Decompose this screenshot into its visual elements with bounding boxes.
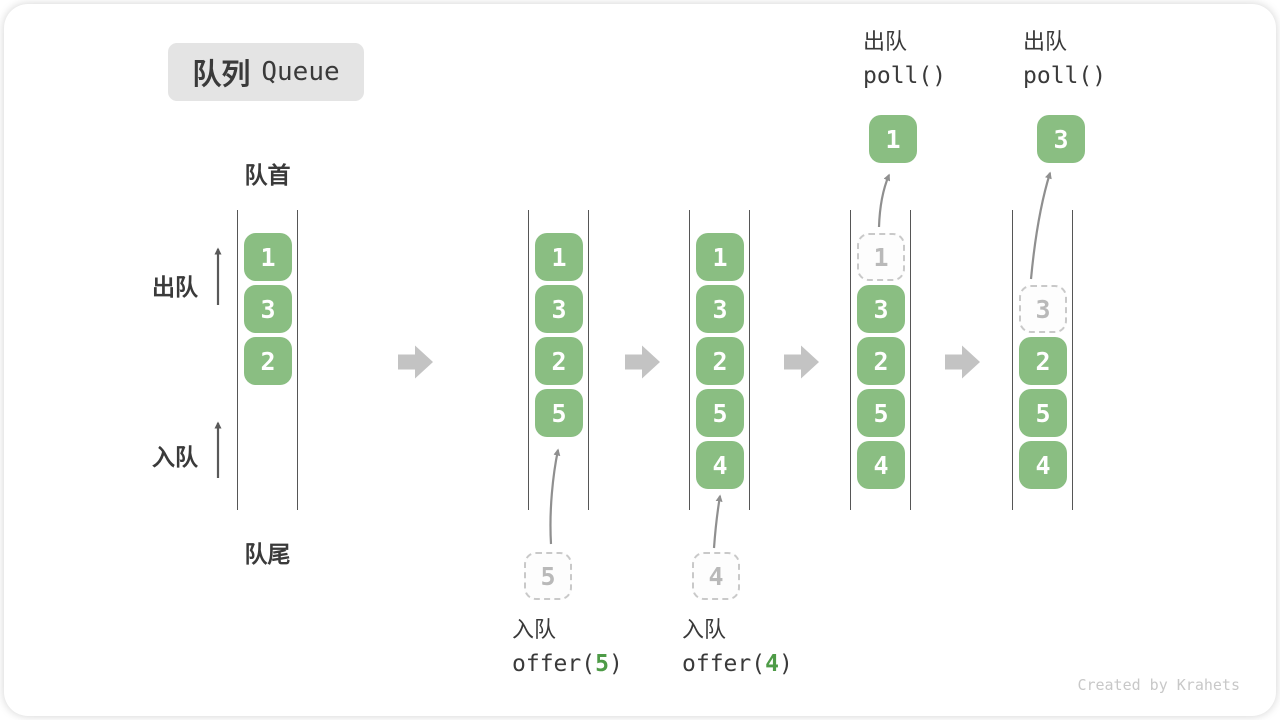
- offer5-prefix: offer(: [512, 651, 596, 677]
- queue-cell: 3: [535, 285, 583, 333]
- label-enqueue-side: 入队: [152, 445, 198, 471]
- popped-cell-1: 1: [869, 115, 917, 163]
- watermark: Created by Krahets: [1077, 676, 1240, 694]
- dequeue-op-label: 出队: [863, 30, 908, 55]
- enqueue-op-label: 入队: [512, 618, 557, 643]
- title-english: Queue: [261, 57, 340, 87]
- offer5-code: offer(5): [512, 647, 623, 682]
- offer5-arg: 5: [595, 651, 609, 677]
- queue-cell: 5: [696, 389, 744, 437]
- queue-cell: 2: [535, 337, 583, 385]
- offer4-prefix: offer(: [682, 651, 766, 677]
- label-queue-tail: 队尾: [244, 542, 291, 568]
- queue-cell: 4: [696, 441, 744, 489]
- queue-cell: 3: [696, 285, 744, 333]
- staged-cell-4: 4: [692, 552, 740, 600]
- offer4-code: offer(4): [682, 647, 793, 682]
- queue-cell-dashed: 3: [1019, 285, 1067, 333]
- queue-cell: 1: [244, 233, 292, 281]
- queue-cell: 4: [1019, 441, 1067, 489]
- queue-cell: 5: [857, 389, 905, 437]
- poll1-code: poll(): [863, 63, 947, 89]
- popped-cell-3: 3: [1037, 115, 1085, 163]
- queue-cell: 3: [244, 285, 292, 333]
- dequeue-op-label: 出队: [1023, 30, 1068, 55]
- enqueue-op-label: 入队: [682, 618, 727, 643]
- poll2-code: poll(): [1023, 63, 1107, 89]
- label-queue-head: 队首: [244, 163, 291, 189]
- queue-cell: 2: [696, 337, 744, 385]
- enqueue-op-offer5: 入队 offer(5): [512, 614, 623, 682]
- title-chinese: 队列: [192, 57, 251, 91]
- title-box: 队列 Queue: [168, 43, 364, 101]
- queue-cell: 4: [857, 441, 905, 489]
- queue-cell: 1: [696, 233, 744, 281]
- queue-cell-dashed: 1: [857, 233, 905, 281]
- queue-cell: 3: [857, 285, 905, 333]
- offer4-suffix: ): [778, 651, 793, 677]
- diagram-card: [4, 4, 1276, 716]
- queue-cell: 5: [1019, 389, 1067, 437]
- label-dequeue-side: 出队: [152, 275, 198, 301]
- queue-cell: 2: [244, 337, 292, 385]
- offer5-suffix: ): [608, 651, 623, 677]
- dequeue-op-poll2: 出队 poll(): [1023, 26, 1106, 94]
- offer4-arg: 4: [765, 651, 779, 677]
- queue-cell: 2: [1019, 337, 1067, 385]
- queue-cell: 2: [857, 337, 905, 385]
- enqueue-op-offer4: 入队 offer(4): [682, 614, 793, 682]
- dequeue-op-poll1: 出队 poll(): [863, 26, 946, 94]
- queue-cell: 5: [535, 389, 583, 437]
- staged-cell-5: 5: [524, 552, 572, 600]
- queue-cell: 1: [535, 233, 583, 281]
